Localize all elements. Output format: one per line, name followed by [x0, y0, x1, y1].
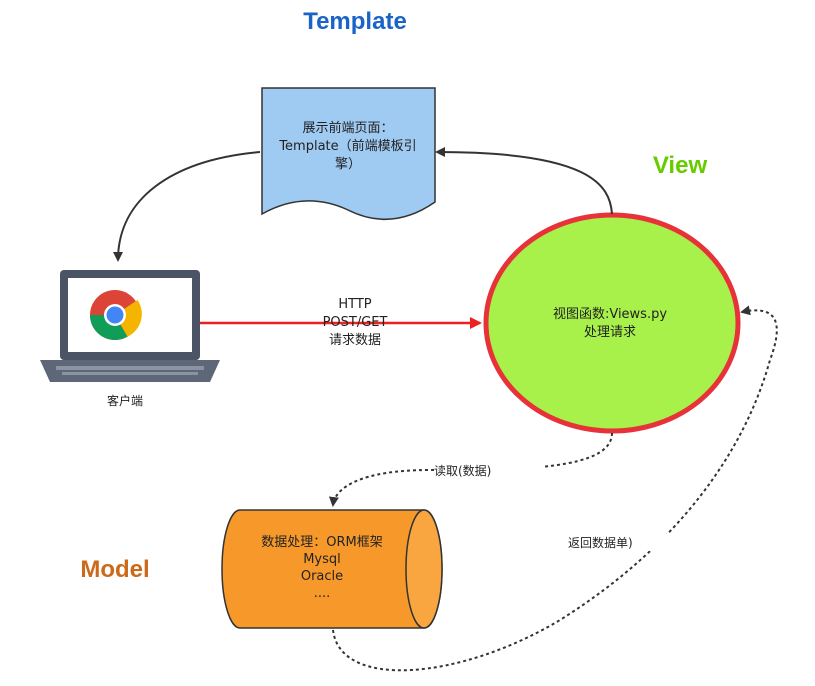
- template-box: [261, 87, 436, 221]
- model-node-line: ....: [313, 586, 331, 601]
- http-edge-line: HTTP: [338, 297, 372, 312]
- http-edge-label: HTTP POST/GET 请求数据: [290, 296, 420, 350]
- template-box-line: 擎）: [334, 157, 361, 172]
- model-node-line: Mysql: [303, 552, 341, 567]
- edge-view-to-model: [328, 432, 613, 507]
- view-title: View: [652, 152, 708, 179]
- view-node-line: 视图函数:Views.py: [552, 307, 668, 322]
- view-node-line: 处理请求: [583, 325, 636, 340]
- template-box-label: 展示前端页面： Template（前端模板引 擎）: [262, 120, 434, 174]
- read-edge-label: 读取(数据): [434, 462, 544, 479]
- laptop-chrome-icon: [40, 270, 220, 382]
- model-title: Model: [80, 556, 150, 583]
- http-edge-line: POST/GET: [322, 315, 388, 330]
- view-node-label: 视图函数:Views.py 处理请求: [520, 306, 700, 342]
- http-edge-line: 请求数据: [328, 333, 381, 348]
- model-node-label: 数据处理：ORM框架 Mysql Oracle ....: [224, 534, 420, 602]
- template-title: Template: [303, 8, 407, 35]
- model-node-line: Oracle: [300, 569, 344, 584]
- view-circle: [483, 212, 741, 434]
- edge-view-to-template: [435, 147, 613, 215]
- model-cylinder: [221, 509, 443, 629]
- client-label: 客户端: [106, 394, 143, 408]
- template-box-line: 展示前端页面：: [302, 121, 394, 136]
- model-node-line: 数据处理：ORM框架: [261, 535, 383, 550]
- edge-template-to-client: [113, 151, 261, 262]
- return-edge-label: 返回数据单): [568, 534, 678, 551]
- template-box-line: Template（前端模板引: [279, 139, 417, 154]
- edge-model-to-view: [332, 305, 778, 672]
